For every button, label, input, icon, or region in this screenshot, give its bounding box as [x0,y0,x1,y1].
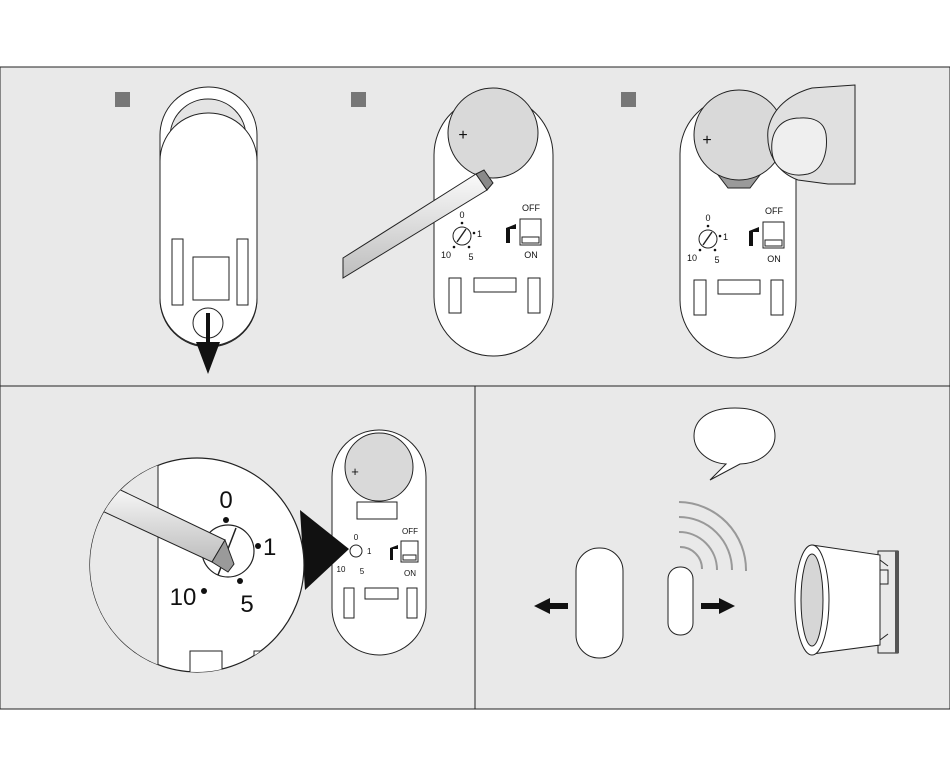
dial-label-5: 5 [360,567,365,576]
dial-label-10: 10 [687,253,697,263]
siren-device [795,545,899,655]
slot-right [771,280,783,315]
switch-on-label: ON [767,254,781,264]
dial-zoom-label-5: 5 [240,591,253,618]
slot-middle [474,278,516,292]
slot-middle [718,280,760,294]
slot-right [237,239,248,305]
battery-slot-small [357,502,397,519]
slot-left [449,278,461,313]
sensor-magnet [668,567,693,635]
switch-on-label: ON [404,569,416,578]
dial-label-10: 10 [441,250,451,260]
sensor-main [576,548,623,658]
switch-off-label: OFF [522,203,540,213]
slot-square [193,257,229,300]
thumbnail [772,118,827,175]
switch-off-label: OFF [765,206,783,216]
battery-plus: + [458,127,467,144]
slot-middle [365,588,398,599]
slot-left [172,239,183,305]
dial-label-0: 0 [705,213,710,223]
dial-label-1: 1 [367,547,372,556]
dial-zoom-label-10: 10 [170,584,197,611]
dial-label-0: 0 [354,533,359,542]
slot-left [344,588,354,618]
battery-plus: + [351,464,359,479]
battery-plus: + [702,132,711,149]
step-marker [351,92,366,107]
dial-label-5: 5 [468,252,473,262]
dial-label-1: 1 [477,229,482,239]
dial-label-10: 10 [337,565,346,574]
switch-off-label: OFF [402,527,418,536]
dial-zoom-label-1: 1 [263,534,276,561]
step-marker [621,92,636,107]
dial-label-0: 0 [459,210,464,220]
dial-zoom-label-0: 0 [219,487,232,514]
range-dial-small [350,545,362,557]
down-arrow-shaft [206,313,210,345]
dial-label-5: 5 [714,255,719,265]
dial-label-1: 1 [723,232,728,242]
slot-right [407,588,417,618]
slot-right [528,278,540,313]
slot-left [694,280,706,315]
switch-on-label: ON [524,250,538,260]
step-marker [115,92,130,107]
